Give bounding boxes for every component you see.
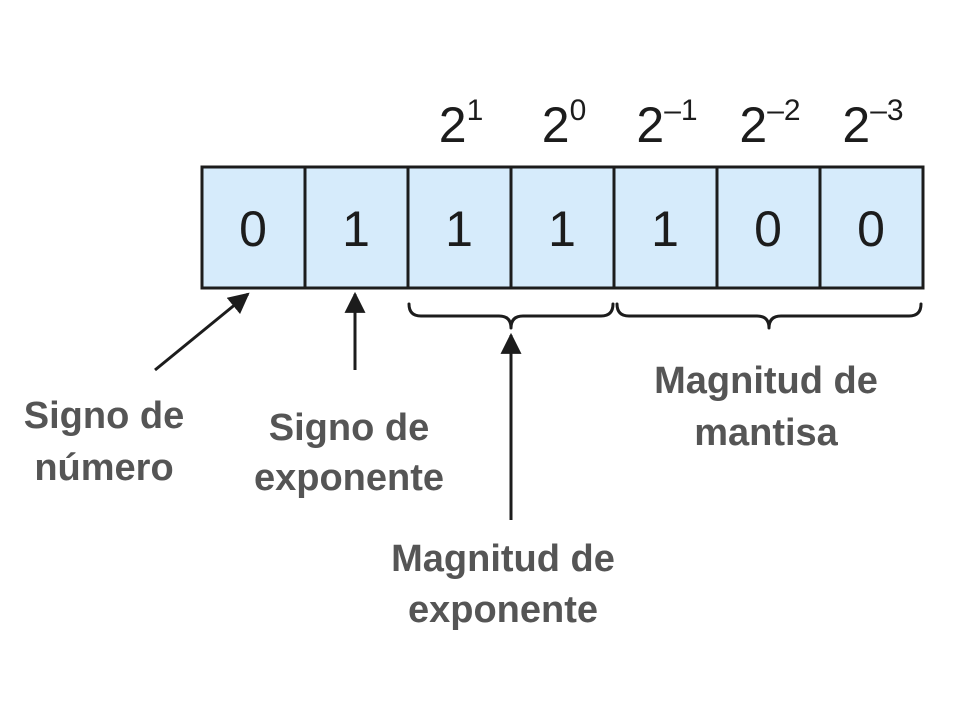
label-line: Signo de (269, 407, 429, 449)
label-line: exponente (254, 457, 444, 499)
bit-value: 0 (239, 201, 267, 257)
bit-value: 0 (857, 201, 885, 257)
bit-value: 1 (548, 201, 576, 257)
mantissa-magnitude-brace (615, 302, 923, 330)
weight-label-2-0: 20 (542, 94, 587, 153)
sign-number-label: Signo de número (24, 395, 184, 489)
weight-base: 2 (542, 97, 570, 153)
weight-exponent: –3 (870, 94, 903, 127)
bit-cell-sign-exponent (303, 165, 410, 290)
bit-cell-mantissa-1 (612, 165, 719, 290)
mantissa-magnitude-label: Magnitud de mantisa (654, 360, 878, 454)
label-line: Magnitud de (391, 538, 615, 580)
weight-label-2-neg2: 2–2 (739, 94, 800, 153)
weight-label-2-neg3: 2–3 (842, 94, 903, 153)
bit-value: 1 (342, 201, 370, 257)
bit-value: 1 (445, 201, 473, 257)
weight-base: 2 (439, 97, 467, 153)
bit-weights: 21 20 2–1 2–2 2–3 (439, 94, 904, 153)
weight-base: 2 (636, 97, 664, 153)
bit-cell-mantissa-2 (715, 165, 822, 290)
weight-label-2-neg1: 2–1 (636, 94, 697, 153)
bit-value: 1 (651, 201, 679, 257)
sign-exponent-label: Signo de exponente (254, 407, 444, 499)
bit-cell-sign-number (200, 165, 307, 290)
label-line: Magnitud de (654, 360, 878, 402)
weight-label-2-1: 21 (439, 94, 484, 153)
exponent-magnitude-brace (407, 302, 615, 330)
label-line: exponente (408, 589, 598, 631)
weight-exponent: 0 (570, 94, 587, 127)
exponent-magnitude-label: Magnitud de exponente (391, 538, 615, 631)
weight-exponent: 1 (467, 94, 484, 127)
label-line: mantisa (694, 412, 838, 454)
weight-base: 2 (739, 97, 767, 153)
bit-cell-mantissa-3 (818, 165, 925, 290)
sign-number-arrow (154, 292, 250, 372)
weight-exponent: –1 (664, 94, 697, 127)
weight-base: 2 (842, 97, 870, 153)
bit-cell-exponent-1 (406, 165, 513, 290)
label-line: número (34, 447, 173, 489)
bit-register: 0 1 1 1 1 0 0 (200, 165, 925, 290)
label-line: Signo de (24, 395, 184, 437)
weight-exponent: –2 (767, 94, 800, 127)
bit-value: 0 (754, 201, 782, 257)
